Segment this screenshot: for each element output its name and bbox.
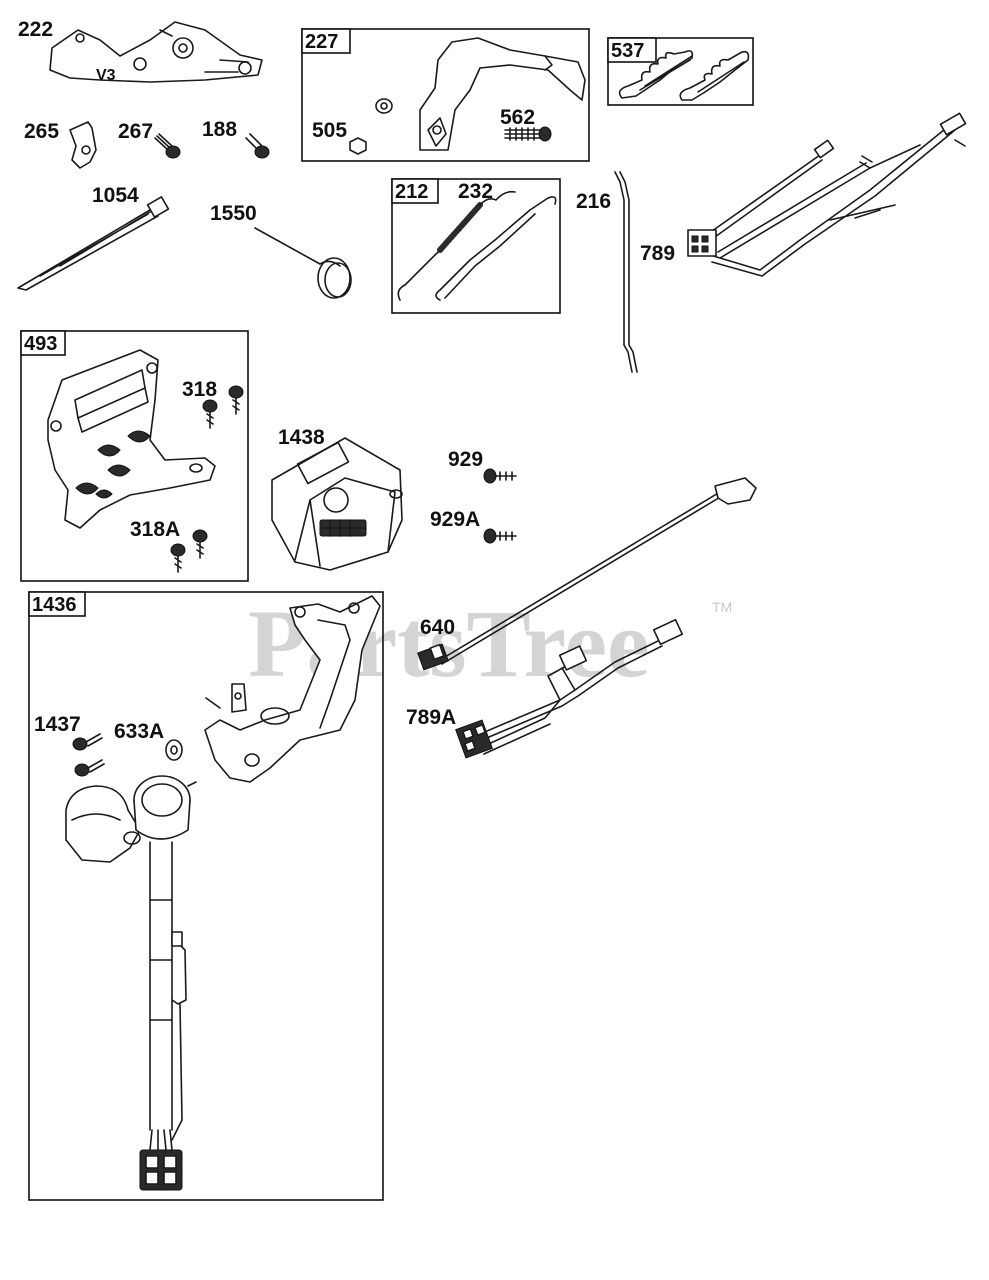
label-188: 188 <box>202 118 237 141</box>
group-493-frame <box>20 330 249 582</box>
label-216: 216 <box>576 190 611 213</box>
label-633a: 633A <box>114 720 164 743</box>
label-267: 267 <box>118 120 153 143</box>
group-212-frame <box>391 178 561 314</box>
label-318: 318 <box>182 378 217 401</box>
part-789-harness <box>687 112 967 277</box>
part-789a-harness <box>455 618 684 759</box>
label-562: 562 <box>500 106 535 129</box>
label-789a: 789A <box>406 706 456 729</box>
group-212-tag <box>391 178 439 204</box>
label-1054: 1054 <box>92 184 139 207</box>
label-929a: 929A <box>430 508 480 531</box>
part-537-springs <box>618 50 750 101</box>
label-265: 265 <box>24 120 59 143</box>
label-640: 640 <box>420 616 455 639</box>
label-222: 222 <box>18 18 53 41</box>
part-232-spring-rod <box>397 190 557 301</box>
part-929-screw <box>483 468 517 484</box>
part-1054-cable-tie <box>17 196 170 291</box>
label-1437: 1437 <box>34 713 81 736</box>
group-537-label: 537 <box>611 40 644 62</box>
part-1436-switch <box>133 775 197 1191</box>
group-227-label: 227 <box>305 31 338 53</box>
group-1436-label: 1436 <box>32 594 77 616</box>
part-188-screw <box>245 133 270 159</box>
part-640-wire <box>417 477 757 671</box>
label-505: 505 <box>312 119 347 142</box>
group-537-frame <box>607 37 754 106</box>
part-318a-screws <box>170 529 208 573</box>
part-227-lever <box>419 37 586 151</box>
watermark-trademark: TM <box>712 599 732 615</box>
part-1436-bracket <box>204 595 381 783</box>
part-216-rod <box>614 171 638 373</box>
group-493-tag <box>20 330 66 356</box>
part-1550-spring <box>254 227 352 299</box>
part-929a-screw <box>483 528 517 544</box>
part-1436-switch-boot <box>65 785 141 863</box>
group-227-tag <box>301 28 351 54</box>
part-1437-screws <box>72 733 105 777</box>
label-1550: 1550 <box>210 202 257 225</box>
label-789: 789 <box>640 242 675 265</box>
part-493-bracket <box>47 349 216 529</box>
part-1438-module <box>271 437 403 571</box>
part-222-bracket <box>49 21 263 83</box>
part-562-screw <box>504 126 552 142</box>
group-1436-frame <box>28 591 384 1201</box>
group-493-label: 493 <box>24 333 57 355</box>
label-1438: 1438 <box>278 426 325 449</box>
part-267-screw <box>154 133 181 159</box>
part-265-clip <box>69 121 97 169</box>
label-v3: V3 <box>96 67 116 84</box>
label-318a: 318A <box>130 518 180 541</box>
label-929: 929 <box>448 448 483 471</box>
part-318-screws <box>202 385 244 429</box>
group-212-label: 212 <box>395 181 428 203</box>
group-1436-tag <box>28 591 86 617</box>
group-227-frame <box>301 28 590 162</box>
part-633a-washer <box>165 739 183 761</box>
group-537-tag <box>607 37 657 63</box>
label-232: 232 <box>458 180 493 203</box>
part-505-washer-nut <box>349 98 393 155</box>
